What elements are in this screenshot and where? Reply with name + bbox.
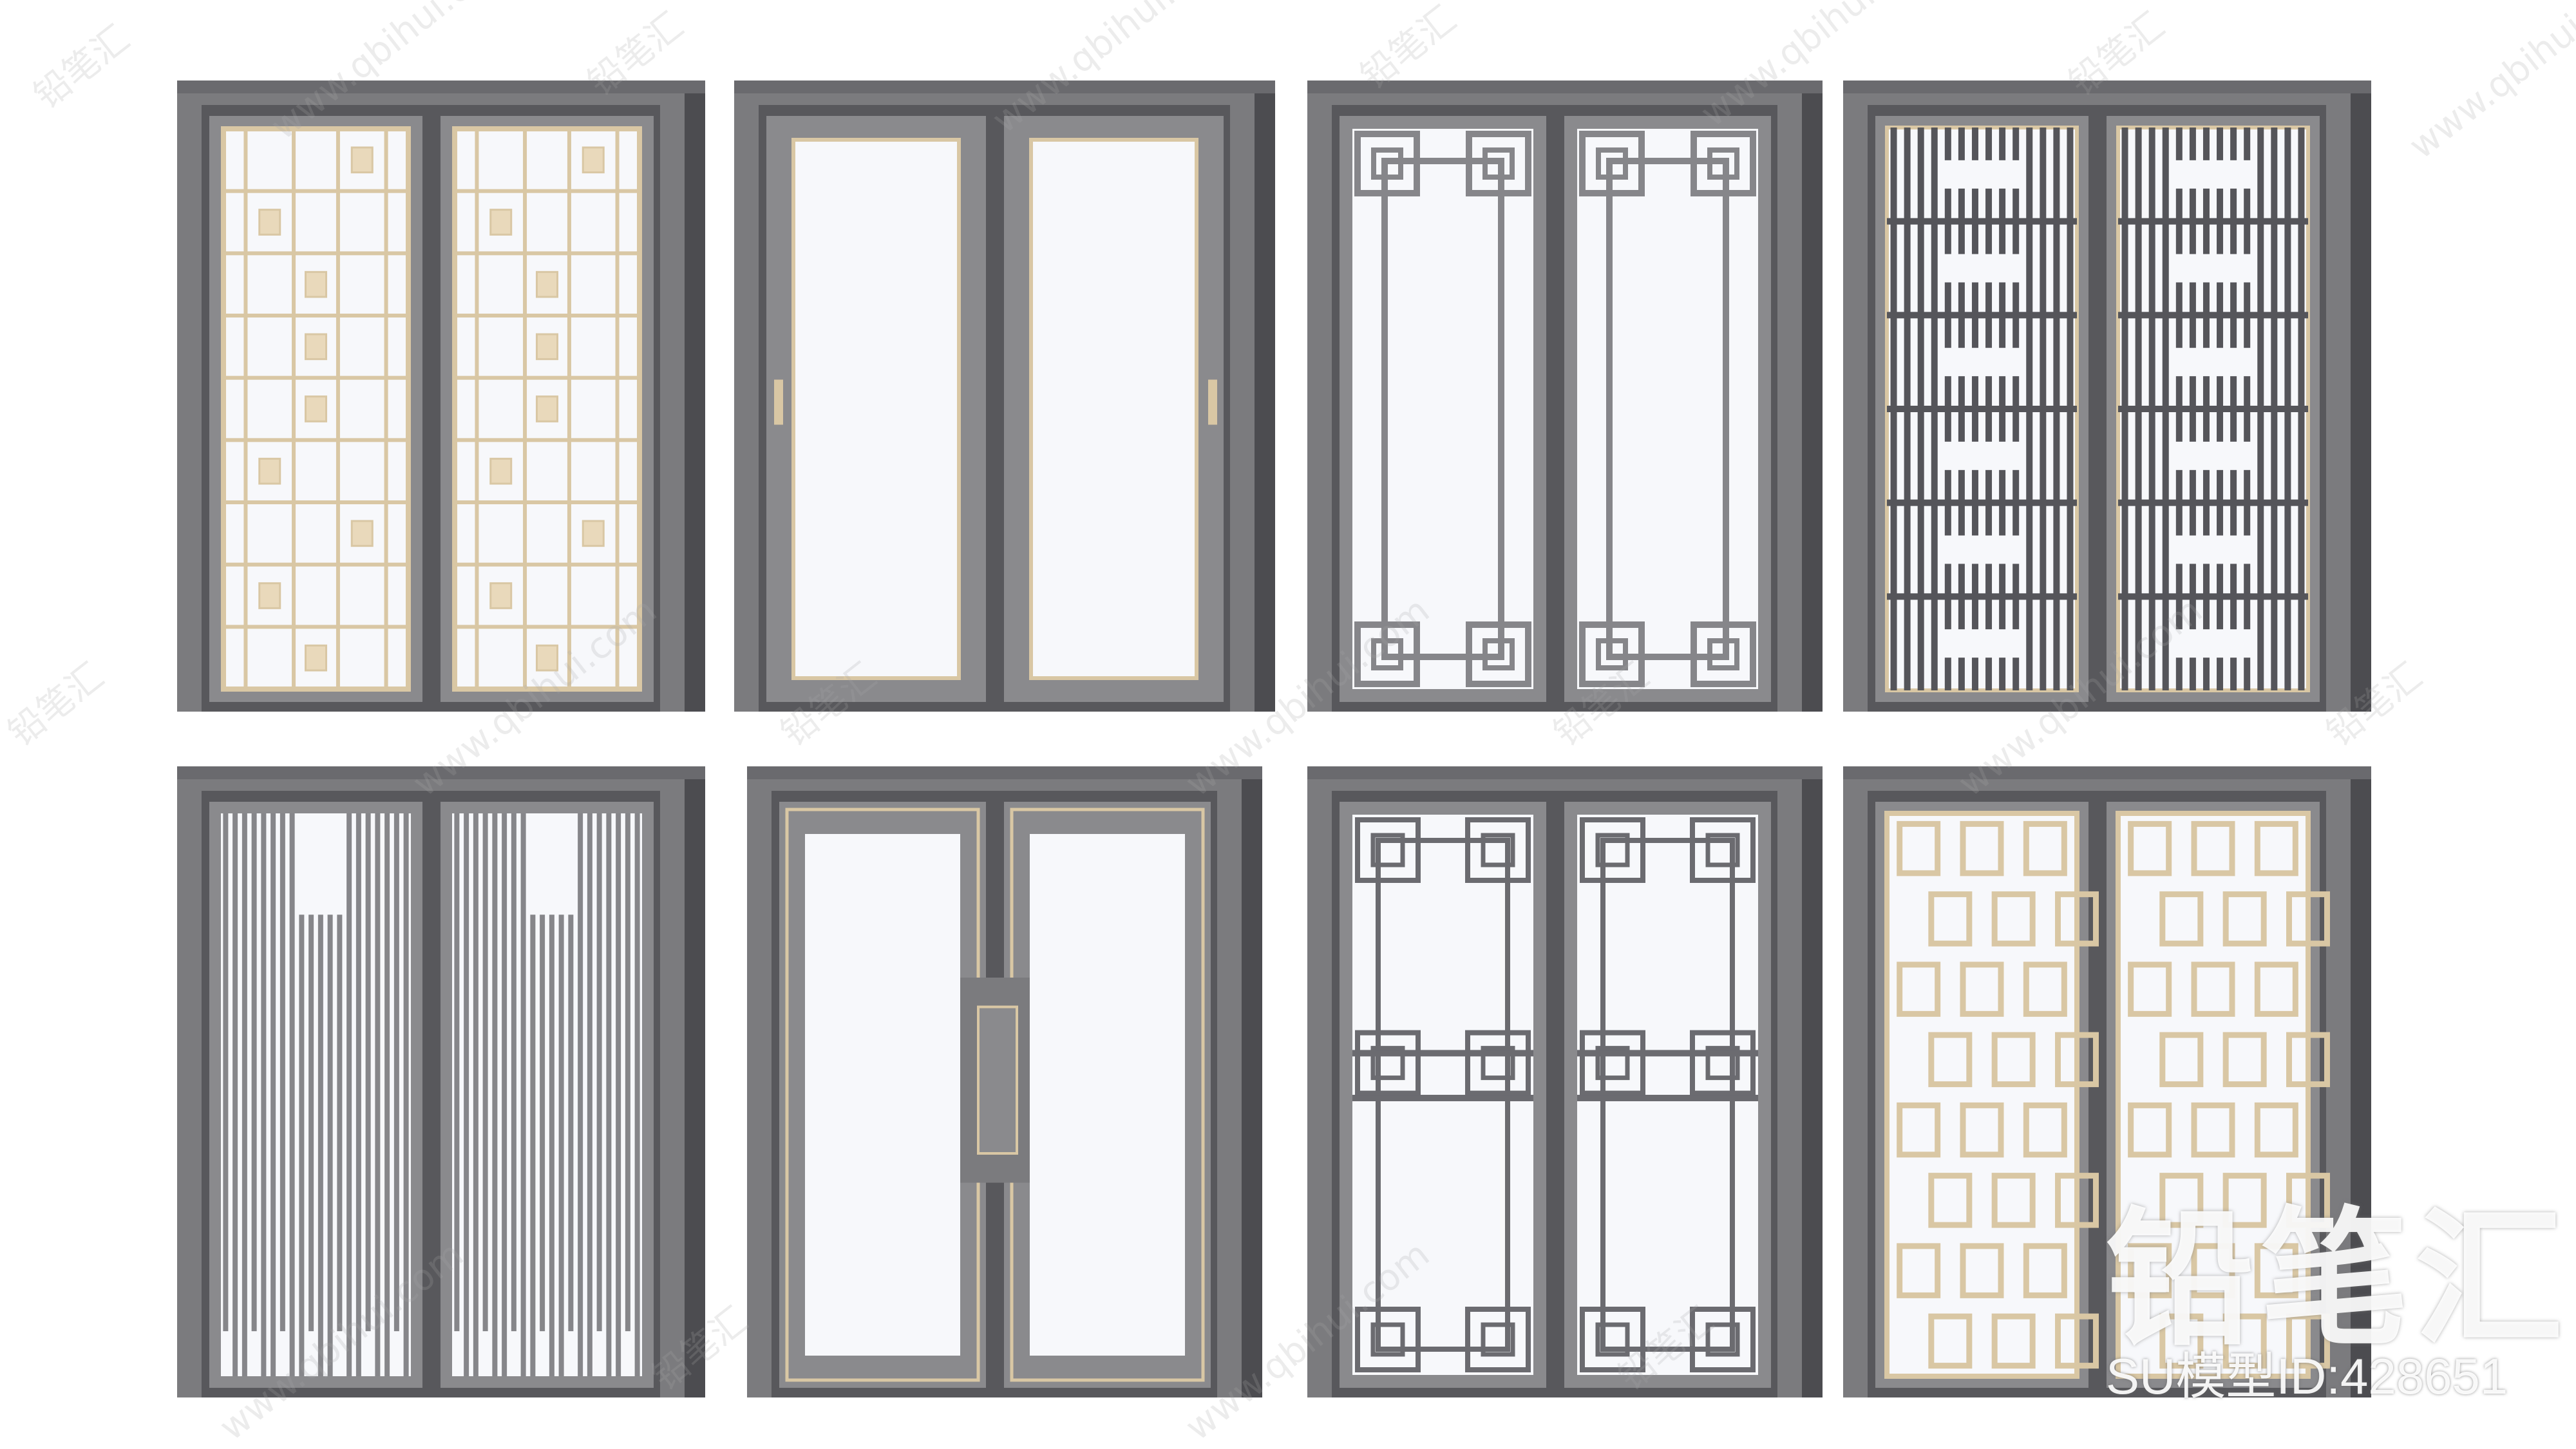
door-plain-glass-gold-trim [734,80,1275,712]
door-grey-corner-lattice [1307,80,1823,712]
door-panel [1004,116,1224,702]
door-panel [1875,802,2099,1388]
model-id-label: SU模型ID:428651 [2106,1348,2508,1405]
door-panel [766,116,986,702]
door-panel [209,116,422,702]
door-panel [1340,116,1546,702]
door-panel [1564,802,1771,1388]
door-panel [1564,116,1771,702]
door-panel [965,802,1211,1388]
door-panel [440,116,654,702]
door-panel [2107,802,2330,1388]
brand-logo: 铅笔汇 [2106,1194,2570,1366]
door-gold-square-lattice [177,80,705,712]
door-panel [209,802,422,1388]
door-vertical-slat [177,766,705,1397]
door-gold-interlock-lattice [1843,766,2371,1397]
door-grey-fret-lattice [1307,766,1823,1397]
door-dark-vertical-lattice [1843,80,2371,712]
door-double-swing-gold-inlay [747,766,1262,1397]
door-panel [1875,116,2088,702]
door-panel [440,802,654,1388]
door-panel [2107,116,2320,702]
door-panel [1340,802,1546,1388]
